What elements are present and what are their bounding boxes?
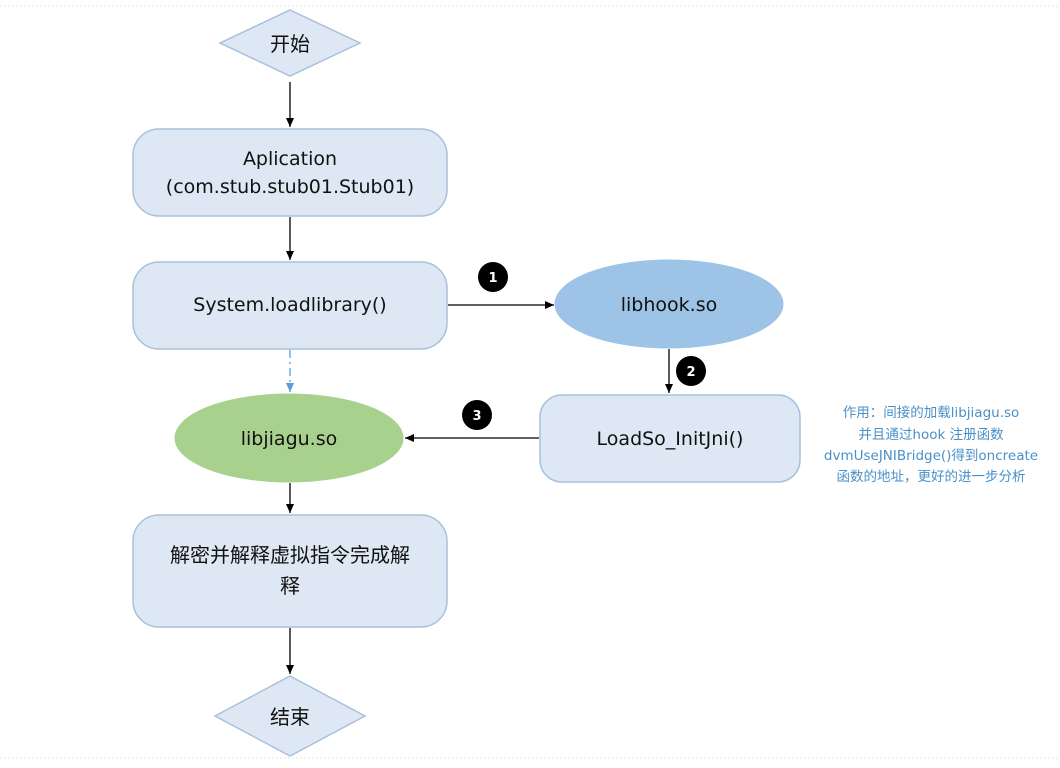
note-line-4: 函数的地址，更好的进一步分析 [837, 469, 1026, 485]
step-badge-3: 3 [462, 400, 492, 430]
end-label: 结束 [270, 705, 310, 729]
libhook-node: libhook.so [554, 259, 784, 349]
application-label-line2: (com.stub.stub01.Stub01) [166, 176, 414, 198]
note-line-1: 作用：间接的加载libjiagu.so [843, 404, 1020, 421]
initjni-node: LoadSo_InitJni() [539, 394, 801, 483]
start-node: 开始 [218, 9, 362, 77]
loadlibrary-node: System.loadlibrary() [132, 261, 448, 350]
step-badge-3-label: 3 [472, 409, 481, 424]
libhook-label: libhook.so [621, 294, 717, 316]
note-line-2: 并且通过hook 注册函数 [858, 427, 1004, 443]
end-node: 结束 [213, 675, 367, 757]
loadlibrary-label: System.loadlibrary() [193, 294, 386, 316]
initjni-label: LoadSo_InitJni() [597, 428, 744, 450]
application-node: Aplication (com.stub.stub01.Stub01) [132, 128, 448, 217]
decrypt-label-line2: 释 [280, 574, 300, 598]
application-label-line1: Aplication [243, 148, 337, 170]
step-badge-2-label: 2 [686, 365, 695, 380]
decrypt-node: 解密并解释虚拟指令完成解 释 [132, 514, 448, 628]
step-badge-1-label: 1 [488, 271, 497, 286]
libjiagu-label: libjiagu.so [241, 428, 337, 450]
libjiagu-node: libjiagu.so [174, 393, 404, 483]
step-badge-1: 1 [478, 262, 508, 292]
note-line-3: dvmUseJNIBridge()得到oncreate [824, 447, 1038, 464]
decrypt-label-line1: 解密并解释虚拟指令完成解 [170, 543, 410, 567]
note-annotation: 作用：间接的加载libjiagu.so 并且通过hook 注册函数 dvmUse… [824, 404, 1038, 485]
start-label: 开始 [270, 32, 310, 56]
step-badge-2: 2 [676, 356, 706, 386]
